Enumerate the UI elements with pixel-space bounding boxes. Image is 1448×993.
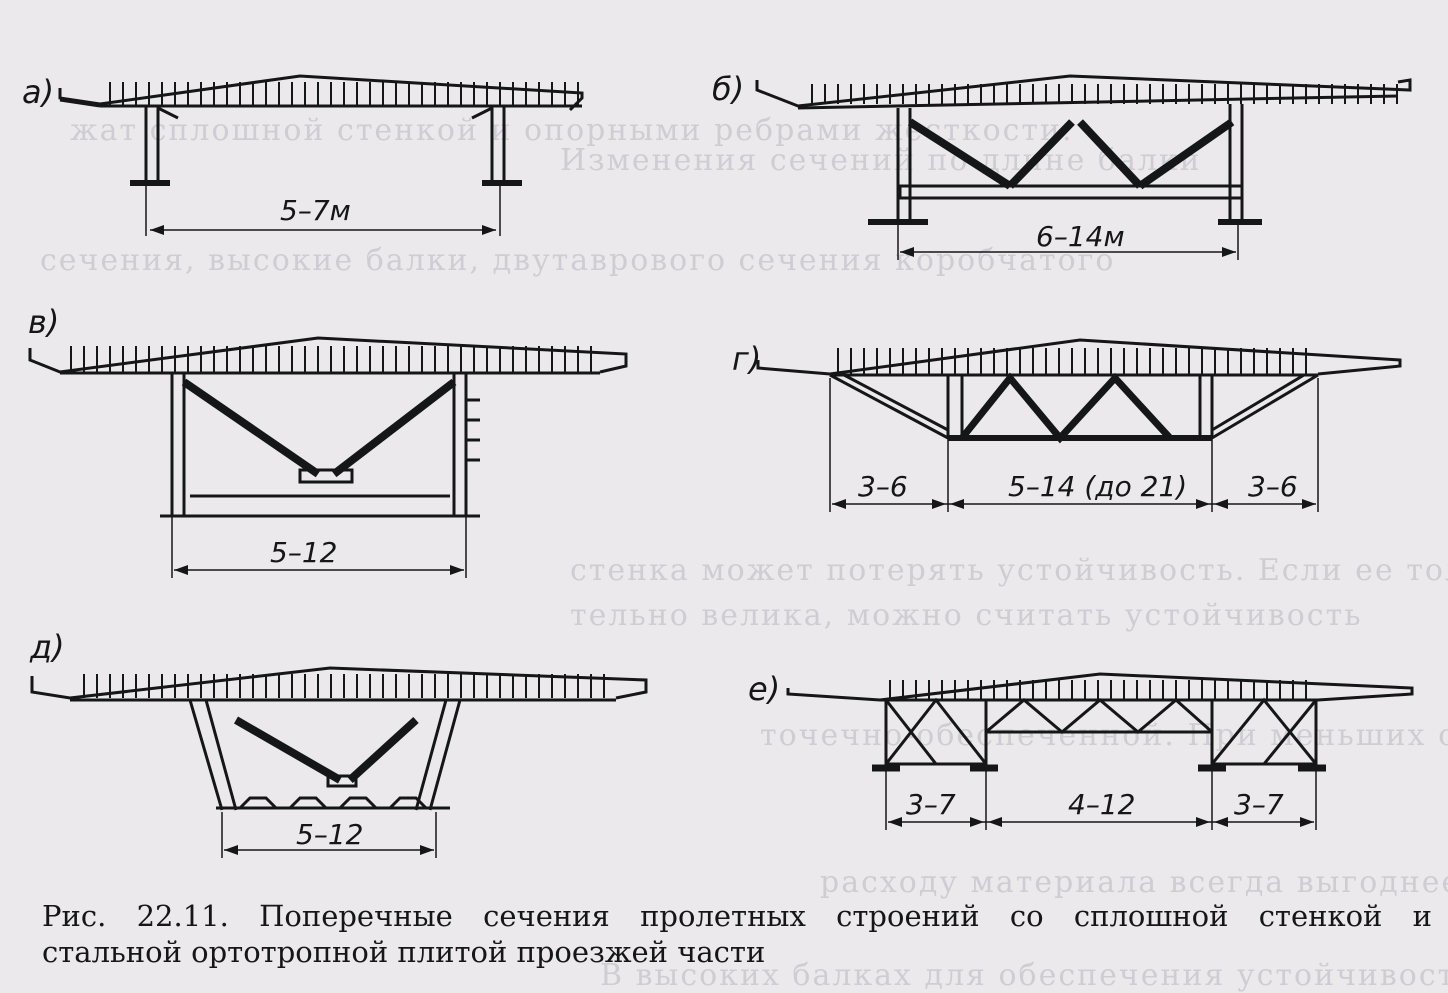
dimension-label: 3–7 bbox=[1234, 788, 1284, 821]
dimension-label: 4–12 bbox=[1068, 788, 1135, 821]
bleed-through-text: жат сплошной стенкой и опорными ребрами … bbox=[40, 113, 1448, 993]
ghost-line: В высоких балках для обеспечения устойчи… bbox=[600, 958, 1448, 993]
figure-caption: Рис. 22.11. Поперечные сечения пролетных… bbox=[42, 898, 1432, 970]
section-d: д) 5–12 bbox=[29, 628, 648, 858]
panel-label-a: а) bbox=[22, 73, 54, 111]
ghost-line: сечения, высокие балки, двутаврового сеч… bbox=[40, 243, 1115, 278]
dimension-label: 5–12 bbox=[270, 536, 337, 569]
dimension-label: 3–7 bbox=[906, 788, 956, 821]
section-v: в) 5–12 bbox=[28, 303, 628, 578]
panel-label-d: д) bbox=[29, 628, 65, 666]
ghost-line: стенка может потерять устойчивость. Если… bbox=[570, 553, 1448, 588]
ghost-line: Изменения сечений по длине балки bbox=[560, 143, 1202, 178]
panel-label-v: в) bbox=[28, 303, 59, 341]
dimension-label: 5–14 (до 21) bbox=[1008, 470, 1187, 503]
ghost-line: тельно велика, можно считать устойчивост… bbox=[570, 598, 1363, 633]
dimension-label: 3–6 bbox=[858, 470, 908, 503]
panel-label-b: б) bbox=[712, 70, 744, 108]
panel-label-e: е) bbox=[748, 670, 780, 708]
section-a: а) 5–7м bbox=[22, 73, 584, 236]
caption-line-1: Рис. 22.11. Поперечные сечения пролетных… bbox=[42, 899, 1432, 933]
section-g: г) 3–6 5–14 (до 21) 3–6 bbox=[732, 338, 1402, 512]
ghost-line: жат сплошной стенкой и опорными ребрами … bbox=[70, 113, 1074, 148]
dimension-label: 5–12 bbox=[296, 818, 363, 851]
section-e: е) 3–7 4–12 3–7 bbox=[748, 670, 1414, 830]
caption-line-2: стальной ортотропной плитой проезжей час… bbox=[42, 935, 766, 969]
dimension-label: 5–7м bbox=[280, 194, 351, 227]
dimension-label: 3–6 bbox=[1248, 470, 1298, 503]
ghost-line: расходу материала всегда выгоднее bbox=[820, 865, 1448, 900]
section-b: б) 6–14м bbox=[712, 70, 1412, 260]
panel-label-g: г) bbox=[732, 340, 761, 378]
ghost-line: точечно-обеспеченной. При меньших соотно… bbox=[760, 718, 1448, 753]
dimension-label: 6–14м bbox=[1036, 220, 1125, 253]
